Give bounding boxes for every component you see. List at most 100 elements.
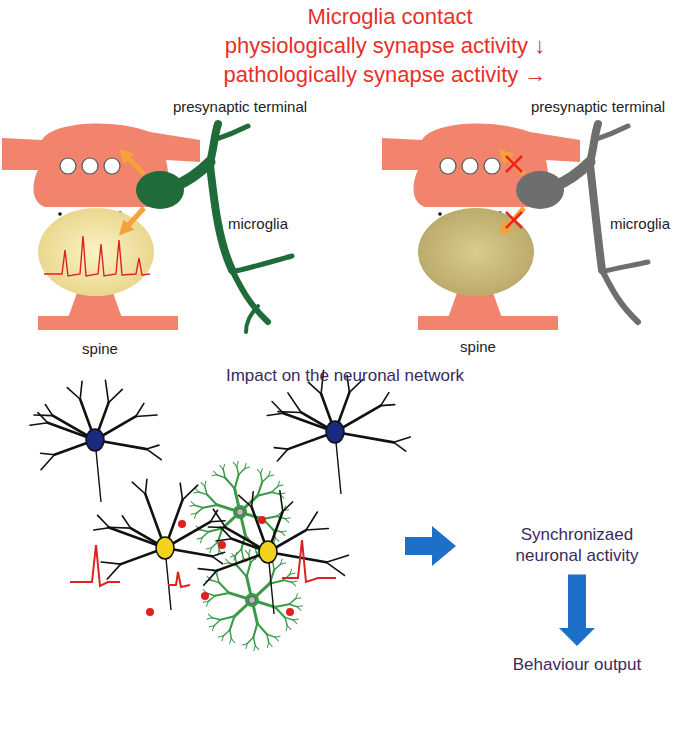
microglia-cell-part: [262, 476, 268, 482]
neuron-part: [94, 528, 110, 530]
neuron-part: [38, 413, 48, 423]
microglia-cell-part: [202, 532, 208, 538]
block-cross-part: [506, 156, 522, 172]
text-node: Behaviour output: [509, 652, 646, 677]
block-cross-part: [506, 156, 522, 172]
neuron-part: [132, 482, 145, 494]
microglia-cell-part: [203, 601, 208, 602]
microglia-cell-part: [235, 552, 236, 557]
dendrite-shaft: [418, 316, 558, 330]
signal-arrow: [124, 154, 144, 174]
microglia-cell: [202, 549, 303, 650]
microglia-shape: [175, 124, 292, 332]
microglia-cell-part: [255, 646, 258, 650]
synapse-pathological-part: [462, 158, 478, 174]
part-label: presynaptic terminal: [173, 98, 307, 116]
spike-trace-part: [70, 545, 120, 586]
microglia-cell-part: [293, 620, 297, 624]
microglia-cell-part: [275, 637, 278, 641]
neuron-part: [381, 393, 389, 406]
microglia-cell-part: [207, 495, 217, 505]
microglia-cell-part: [219, 583, 229, 593]
microglia-cell-part: [196, 508, 203, 514]
microglia-cell-part: [209, 626, 214, 627]
microglia-cell-part: [205, 486, 207, 494]
neuron-part: [198, 569, 217, 571]
neuron-part: [394, 442, 406, 451]
microglia-cell-part: [239, 469, 245, 475]
microglia-cell-part: [292, 581, 297, 582]
microglia-cell-part: [220, 616, 234, 620]
microglia-cell-part: [218, 636, 223, 637]
microglia-cell-part: [230, 630, 232, 639]
microglia-cell-part: [242, 643, 247, 645]
neuron-part: [109, 389, 123, 402]
neuron-part: [277, 449, 288, 461]
microglia-shape-part: [590, 124, 598, 162]
block-cross-part: [506, 212, 522, 228]
flow-arrow: [559, 575, 595, 647]
microglia-cell-part: [275, 538, 279, 542]
neuron-part: [259, 541, 277, 563]
microglia-cell-part: [253, 623, 257, 637]
contact-dot-part: [201, 592, 209, 600]
contact-dot: [146, 516, 294, 616]
microglia-cell-part: [197, 538, 202, 539]
neuron-part: [326, 562, 344, 575]
microglia-cell-part: [293, 619, 298, 620]
microglia-cell-part: [272, 486, 278, 492]
neuron-part: [41, 453, 55, 454]
microglia-cell-part: [257, 469, 260, 473]
heading-line: physiologically synapse activity ↓: [225, 33, 545, 59]
part-label: microglia: [228, 215, 288, 233]
neuron-part: [212, 552, 224, 556]
microglia-cell-part: [237, 509, 244, 516]
microglia-cell-part: [253, 637, 255, 645]
microglia-cell-part: [200, 530, 208, 532]
microglia-body: [516, 171, 564, 209]
microglia-cell-part: [237, 466, 239, 474]
activity-trace: [44, 236, 150, 276]
microglia-shape-part: [246, 306, 258, 332]
microglia-cell-part: [269, 475, 274, 476]
neuron-part: [147, 449, 162, 460]
node-text: Synchronizaed neuronal activity: [492, 524, 662, 567]
microglia-cell-part: [297, 607, 301, 611]
spike-trace-part: [168, 572, 190, 587]
microglia-cell-part: [232, 553, 235, 557]
neuron-part: [122, 516, 130, 528]
neuron-part: [80, 381, 82, 399]
microglia-cell-part: [208, 596, 215, 602]
microglia-cell-part: [191, 513, 196, 514]
neuron-part: [280, 491, 283, 512]
microglia-cell-part: [241, 549, 243, 557]
microglia-cell-part: [249, 597, 256, 604]
microglia-shape-part: [214, 126, 248, 140]
synapse-pathological-part: [440, 158, 456, 174]
microglia-cell-part: [217, 574, 219, 582]
neuron-part: [272, 402, 283, 414]
microglia-cell-part: [225, 478, 235, 489]
neuron-part: [216, 539, 232, 541]
microglia-shape-part: [210, 124, 218, 162]
neuron-part: [220, 527, 231, 539]
microglia-cell-part: [191, 501, 195, 505]
microglia-cell-part: [208, 614, 212, 618]
microglia-cell: [190, 461, 291, 562]
neuron-part: [147, 445, 159, 449]
microglia-cell-part: [205, 481, 206, 486]
neuron-part: [394, 437, 410, 442]
microglia-cell-part: [237, 461, 238, 466]
microglia-cell-part: [292, 582, 296, 586]
neuron-part: [210, 521, 225, 522]
microglia-cell-part: [286, 626, 287, 631]
microglia-shape-part: [602, 270, 638, 322]
part-label: microglia: [610, 215, 670, 233]
contact-dot-part: [258, 516, 266, 524]
neuron-part: [252, 492, 254, 507]
part-label: spine: [460, 338, 496, 356]
neuron-part: [101, 562, 121, 564]
neuron-part: [306, 528, 328, 530]
neuron-part: [267, 413, 283, 415]
